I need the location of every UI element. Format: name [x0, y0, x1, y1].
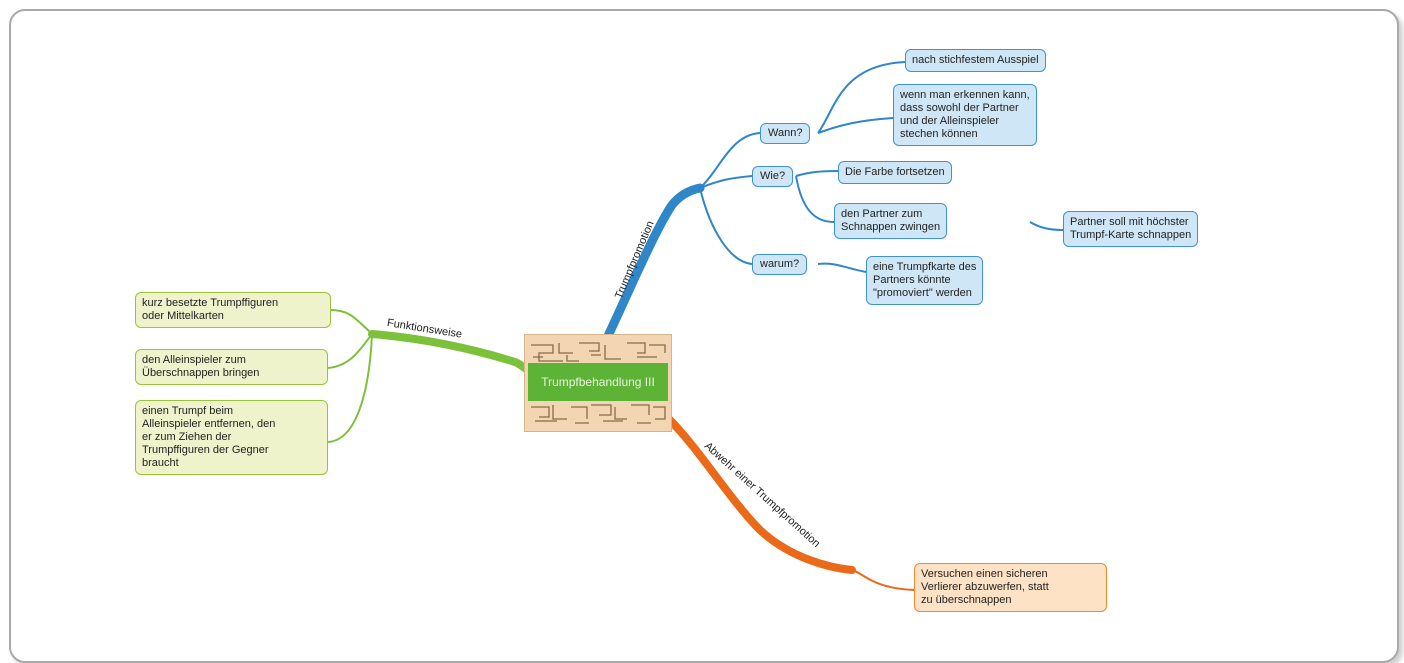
node-text-line: einen Trumpf beim — [142, 405, 234, 417]
node-text-line: Die Farbe fortsetzen — [845, 166, 945, 178]
node-alleinspieler-ueberschnappen[interactable]: den Alleinspieler zum Überschnappen brin… — [135, 349, 328, 385]
edge-wann-2 — [817, 117, 894, 134]
edge-abwehr-1 — [851, 569, 915, 591]
node-verlierer-abwerfen[interactable]: Versuchen einen sicheren Verlierer abzuw… — [914, 563, 1107, 612]
node-text-line: den Alleinspieler zum — [142, 354, 246, 366]
node-text-line: Versuchen einen sicheren — [921, 568, 1048, 580]
branch-trumpfpromotion — [603, 183, 705, 341]
node-text-line: Trumpffiguren der Gegner — [142, 444, 269, 456]
node-nach-stichfestem-ausspiel[interactable]: nach stichfestem Ausspiel — [905, 49, 1046, 72]
node-label: Wann? — [768, 127, 803, 139]
maze-pattern — [531, 342, 666, 424]
node-warum[interactable]: warum? — [752, 254, 808, 275]
mindmap-canvas — [9, 9, 1399, 663]
node-text-line: Verlierer abzuwerfen, statt — [921, 581, 1049, 593]
edge-wie-1 — [795, 170, 839, 177]
node-text-line: dass sowohl der Partner — [900, 102, 1019, 114]
node-text-line: den Partner zum — [841, 208, 923, 220]
node-partner-hoechste-trumpf[interactable]: Partner soll mit höchster Trumpf-Karte s… — [1063, 211, 1199, 247]
node-text-line: Partner soll mit höchster — [1070, 216, 1189, 228]
node-wann[interactable]: Wann? — [760, 123, 811, 144]
edge-partner — [1029, 221, 1064, 231]
branch-funktionsweise — [368, 330, 534, 376]
node-text-line: wenn man erkennen kann, — [900, 89, 1030, 101]
node-text-line: Trumpf-Karte schnappen — [1070, 229, 1192, 241]
node-text-line: oder Mittelkarten — [142, 310, 224, 322]
node-text-line: stechen können — [900, 128, 978, 140]
node-text-line: er zum Ziehen der — [142, 431, 232, 443]
edge-wann-1 — [817, 61, 906, 134]
node-text-line: Alleinspieler entfernen, den — [142, 418, 276, 430]
node-text-line: Partners könnte — [873, 274, 951, 286]
connector-lines — [327, 61, 1064, 591]
node-wenn-man-erkennen[interactable]: wenn man erkennen kann, dass sowohl der … — [893, 84, 1037, 146]
central-topic[interactable]: Trumpfbehandlung III — [524, 334, 672, 432]
node-text-line: kurz besetzte Trumpffiguren — [142, 297, 279, 309]
node-farbe-fortsetzen[interactable]: Die Farbe fortsetzen — [838, 161, 952, 184]
node-text-line: "promoviert" werden — [873, 287, 972, 299]
edge-f1 — [329, 309, 373, 335]
node-text-line: eine Trumpfkarte des — [873, 261, 977, 273]
node-partner-zwingen[interactable]: den Partner zum Schnappen zwingen — [834, 203, 948, 239]
central-topic-label: Trumpfbehandlung III — [528, 363, 668, 401]
node-label: warum? — [760, 258, 800, 270]
edge-wann — [699, 132, 761, 189]
edge-warum-1 — [817, 262, 867, 273]
node-text-line: nach stichfestem Ausspiel — [912, 54, 1039, 66]
edge-warum — [699, 187, 753, 265]
node-text-line: zu überschnappen — [921, 594, 1012, 606]
node-label: Wie? — [760, 170, 786, 182]
edge-f3 — [327, 333, 373, 443]
node-text-line: Überschnappen bringen — [142, 367, 260, 379]
edge-wie — [699, 175, 753, 189]
node-text-line: Schnappen zwingen — [841, 221, 941, 233]
node-wie[interactable]: Wie? — [752, 166, 794, 187]
branch-abwehr — [664, 414, 856, 574]
node-trumpfkarte-promoviert[interactable]: eine Trumpfkarte des Partners könnte "pr… — [866, 256, 984, 305]
edge-wie-2 — [795, 175, 835, 223]
node-text-line: und der Alleinspieler — [900, 115, 1000, 127]
node-kurz-besetzte[interactable]: kurz besetzte Trumpffiguren oder Mittelk… — [135, 292, 331, 328]
edge-f2 — [327, 333, 373, 369]
node-text-line: braucht — [142, 457, 179, 469]
node-trumpf-entfernen[interactable]: einen Trumpf beim Alleinspieler entferne… — [135, 400, 328, 475]
